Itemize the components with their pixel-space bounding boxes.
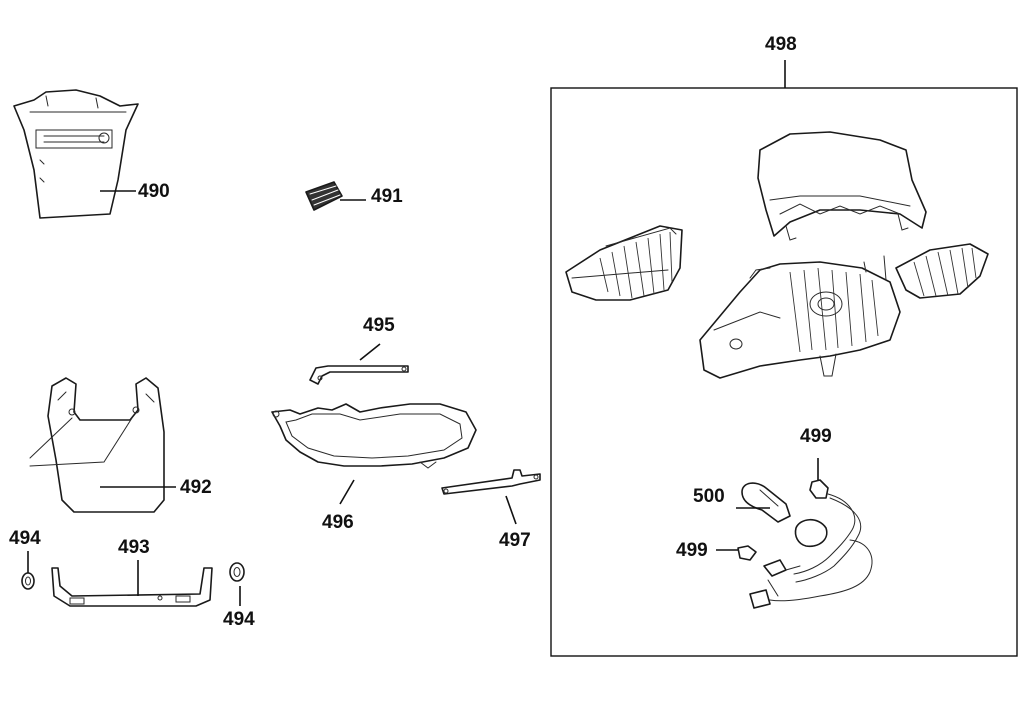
leader-496 [339,479,355,505]
leader-495 [359,343,381,361]
part-499-bulb-lower [737,545,757,561]
callout-492: 492 [180,477,212,498]
part-494-grommet-right [229,562,245,582]
callout-494-left: 494 [9,528,41,549]
assembly-498-frame [550,87,1018,657]
callout-495: 495 [363,315,395,336]
leader-497 [505,495,517,525]
callout-500: 500 [693,486,725,507]
callout-499-upper: 499 [800,426,832,447]
part-497-rod [441,469,541,495]
part-498-housing [699,255,901,379]
callout-497: 497 [499,530,531,551]
part-490-inner-cover [13,89,139,219]
callout-499-lower: 499 [676,540,708,561]
part-498-upper-cover [757,131,927,241]
callout-494-right: 494 [223,609,255,630]
part-498-left-lens [565,225,683,301]
part-491-grille [305,181,343,211]
socket-harness [749,493,873,609]
callout-491: 491 [371,186,403,207]
part-496-gasket [271,403,477,469]
callout-496: 496 [322,512,354,533]
part-493-bracket [51,567,213,607]
part-499-bulb-upper [809,479,829,499]
callout-490: 490 [138,181,170,202]
callout-498: 498 [765,34,797,55]
part-495-stay [309,365,409,385]
part-500-bulb [741,482,791,523]
part-498-right-lens [895,243,989,299]
part-494-grommet-left [21,572,35,590]
callout-493: 493 [118,537,150,558]
part-492-front-panel [29,377,165,513]
